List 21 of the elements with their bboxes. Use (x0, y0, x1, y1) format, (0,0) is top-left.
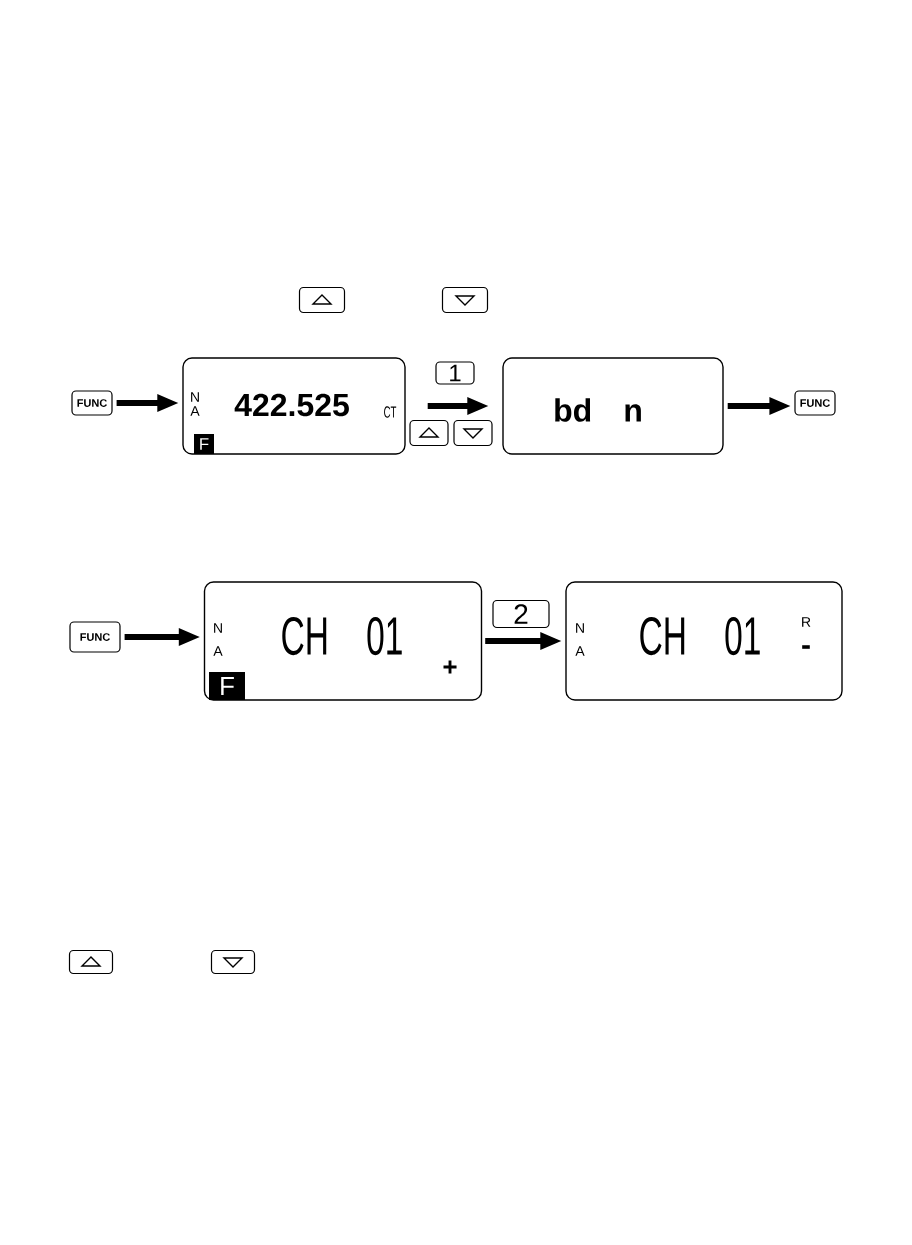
function-indicator: F (194, 434, 214, 454)
function-indicator: F (209, 672, 245, 700)
step-number-key: 2 (492, 599, 550, 629)
function-key: FUNC (794, 390, 836, 416)
sign-indicator: + (443, 660, 457, 674)
indicator-letter: CT (384, 406, 397, 418)
indicator-letter: N (191, 392, 199, 402)
indicator-letter: A (213, 646, 223, 656)
display-reading: bd n (555, 398, 641, 422)
function-key: FUNC (71, 390, 113, 416)
indicator-letter: N (576, 623, 584, 633)
indicator-letter: A (190, 406, 200, 416)
sign-indicator: - (802, 645, 810, 649)
display-reading: CH 01 (640, 616, 760, 656)
indicator-letter: A (575, 646, 585, 656)
indicator-letter: R (802, 617, 811, 627)
display-reading: 422.525 (234, 393, 349, 417)
step-number-key: 1 (435, 361, 475, 385)
indicator-letter: N (214, 623, 222, 633)
function-key: FUNC (69, 621, 121, 653)
display-reading: CH 01 (282, 616, 402, 656)
